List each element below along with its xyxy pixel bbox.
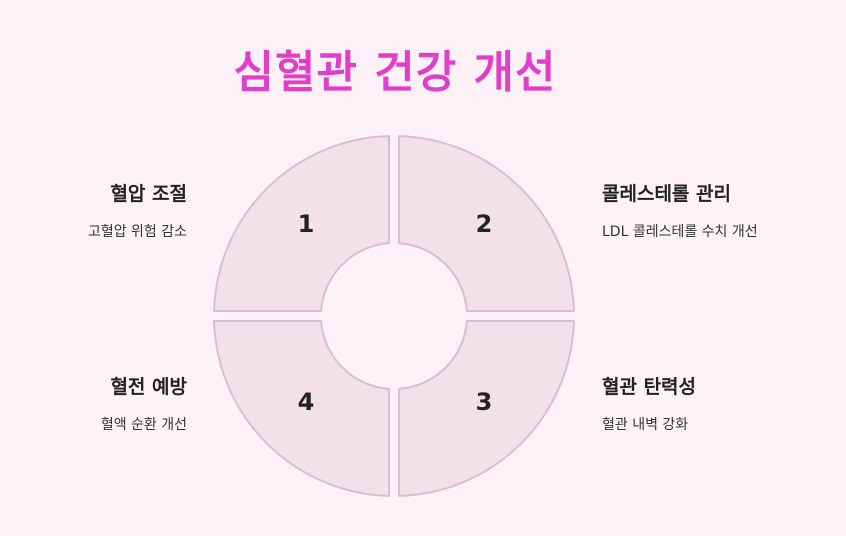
segment-1	[213, 135, 390, 312]
item-description: 고혈압 위험 감소	[87, 224, 187, 240]
item-title: 혈전 예방	[110, 376, 187, 398]
segment-number-2: 2	[476, 210, 493, 238]
item-thrombosis-prevention: 혈전 예방 혈액 순환 개선	[0, 375, 187, 435]
item-blood-pressure: 혈압 조절 고혈압 위험 감소	[0, 182, 187, 242]
item-description: LDL 콜레스테롤 수치 개선	[602, 224, 758, 240]
page-title: 심혈관 건강 개선	[233, 47, 557, 98]
item-vascular-elasticity: 혈관 탄력성 혈관 내벽 강화	[602, 375, 822, 435]
item-title: 혈압 조절	[110, 183, 187, 205]
segment-number-4: 4	[298, 388, 315, 416]
segment-number-3: 3	[476, 388, 493, 416]
item-description: 혈액 순환 개선	[100, 417, 187, 433]
item-description: 혈관 내벽 강화	[602, 417, 689, 433]
item-cholesterol: 콜레스테롤 관리 LDL 콜레스테롤 수치 개선	[602, 182, 822, 242]
item-title: 혈관 탄력성	[602, 376, 697, 398]
segment-number-1: 1	[298, 210, 315, 238]
segment-4	[213, 320, 390, 497]
item-title: 콜레스테롤 관리	[602, 183, 731, 205]
segment-3	[398, 320, 575, 497]
segment-2	[398, 135, 575, 312]
